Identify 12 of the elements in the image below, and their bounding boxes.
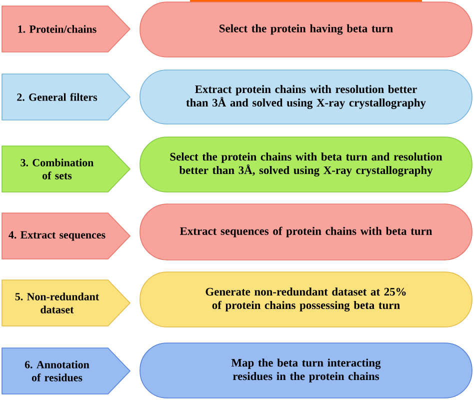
process-pill: Extract protein chains with resolution better than 3Å and solved using X-ray crystallography [140,70,472,124]
process-pill: Extract sequences of protein chains with beta turn [140,204,472,260]
process-pill: Select the protein chains with beta turn and resolution better than 3Å, solved using X-ray crystallography [140,136,472,192]
process-pill: Select the protein having beta turn [140,2,472,58]
process-pill: Map the beta turn interacting residues in the protein chains [140,342,472,398]
step-box: 2. General filters [2,74,131,120]
step-box: 4. Extract sequences [2,212,131,260]
process-pill: Generate non-redundant dataset at 25% of protein chains possessing beta turn [140,272,472,328]
step-box: 1. Protein/chains [2,6,131,52]
step-box: 6. Annotation of residues [2,348,131,394]
step-box: 5. Non-redundant dataset [2,280,131,326]
step-box: 3. Combination of sets [2,146,131,192]
